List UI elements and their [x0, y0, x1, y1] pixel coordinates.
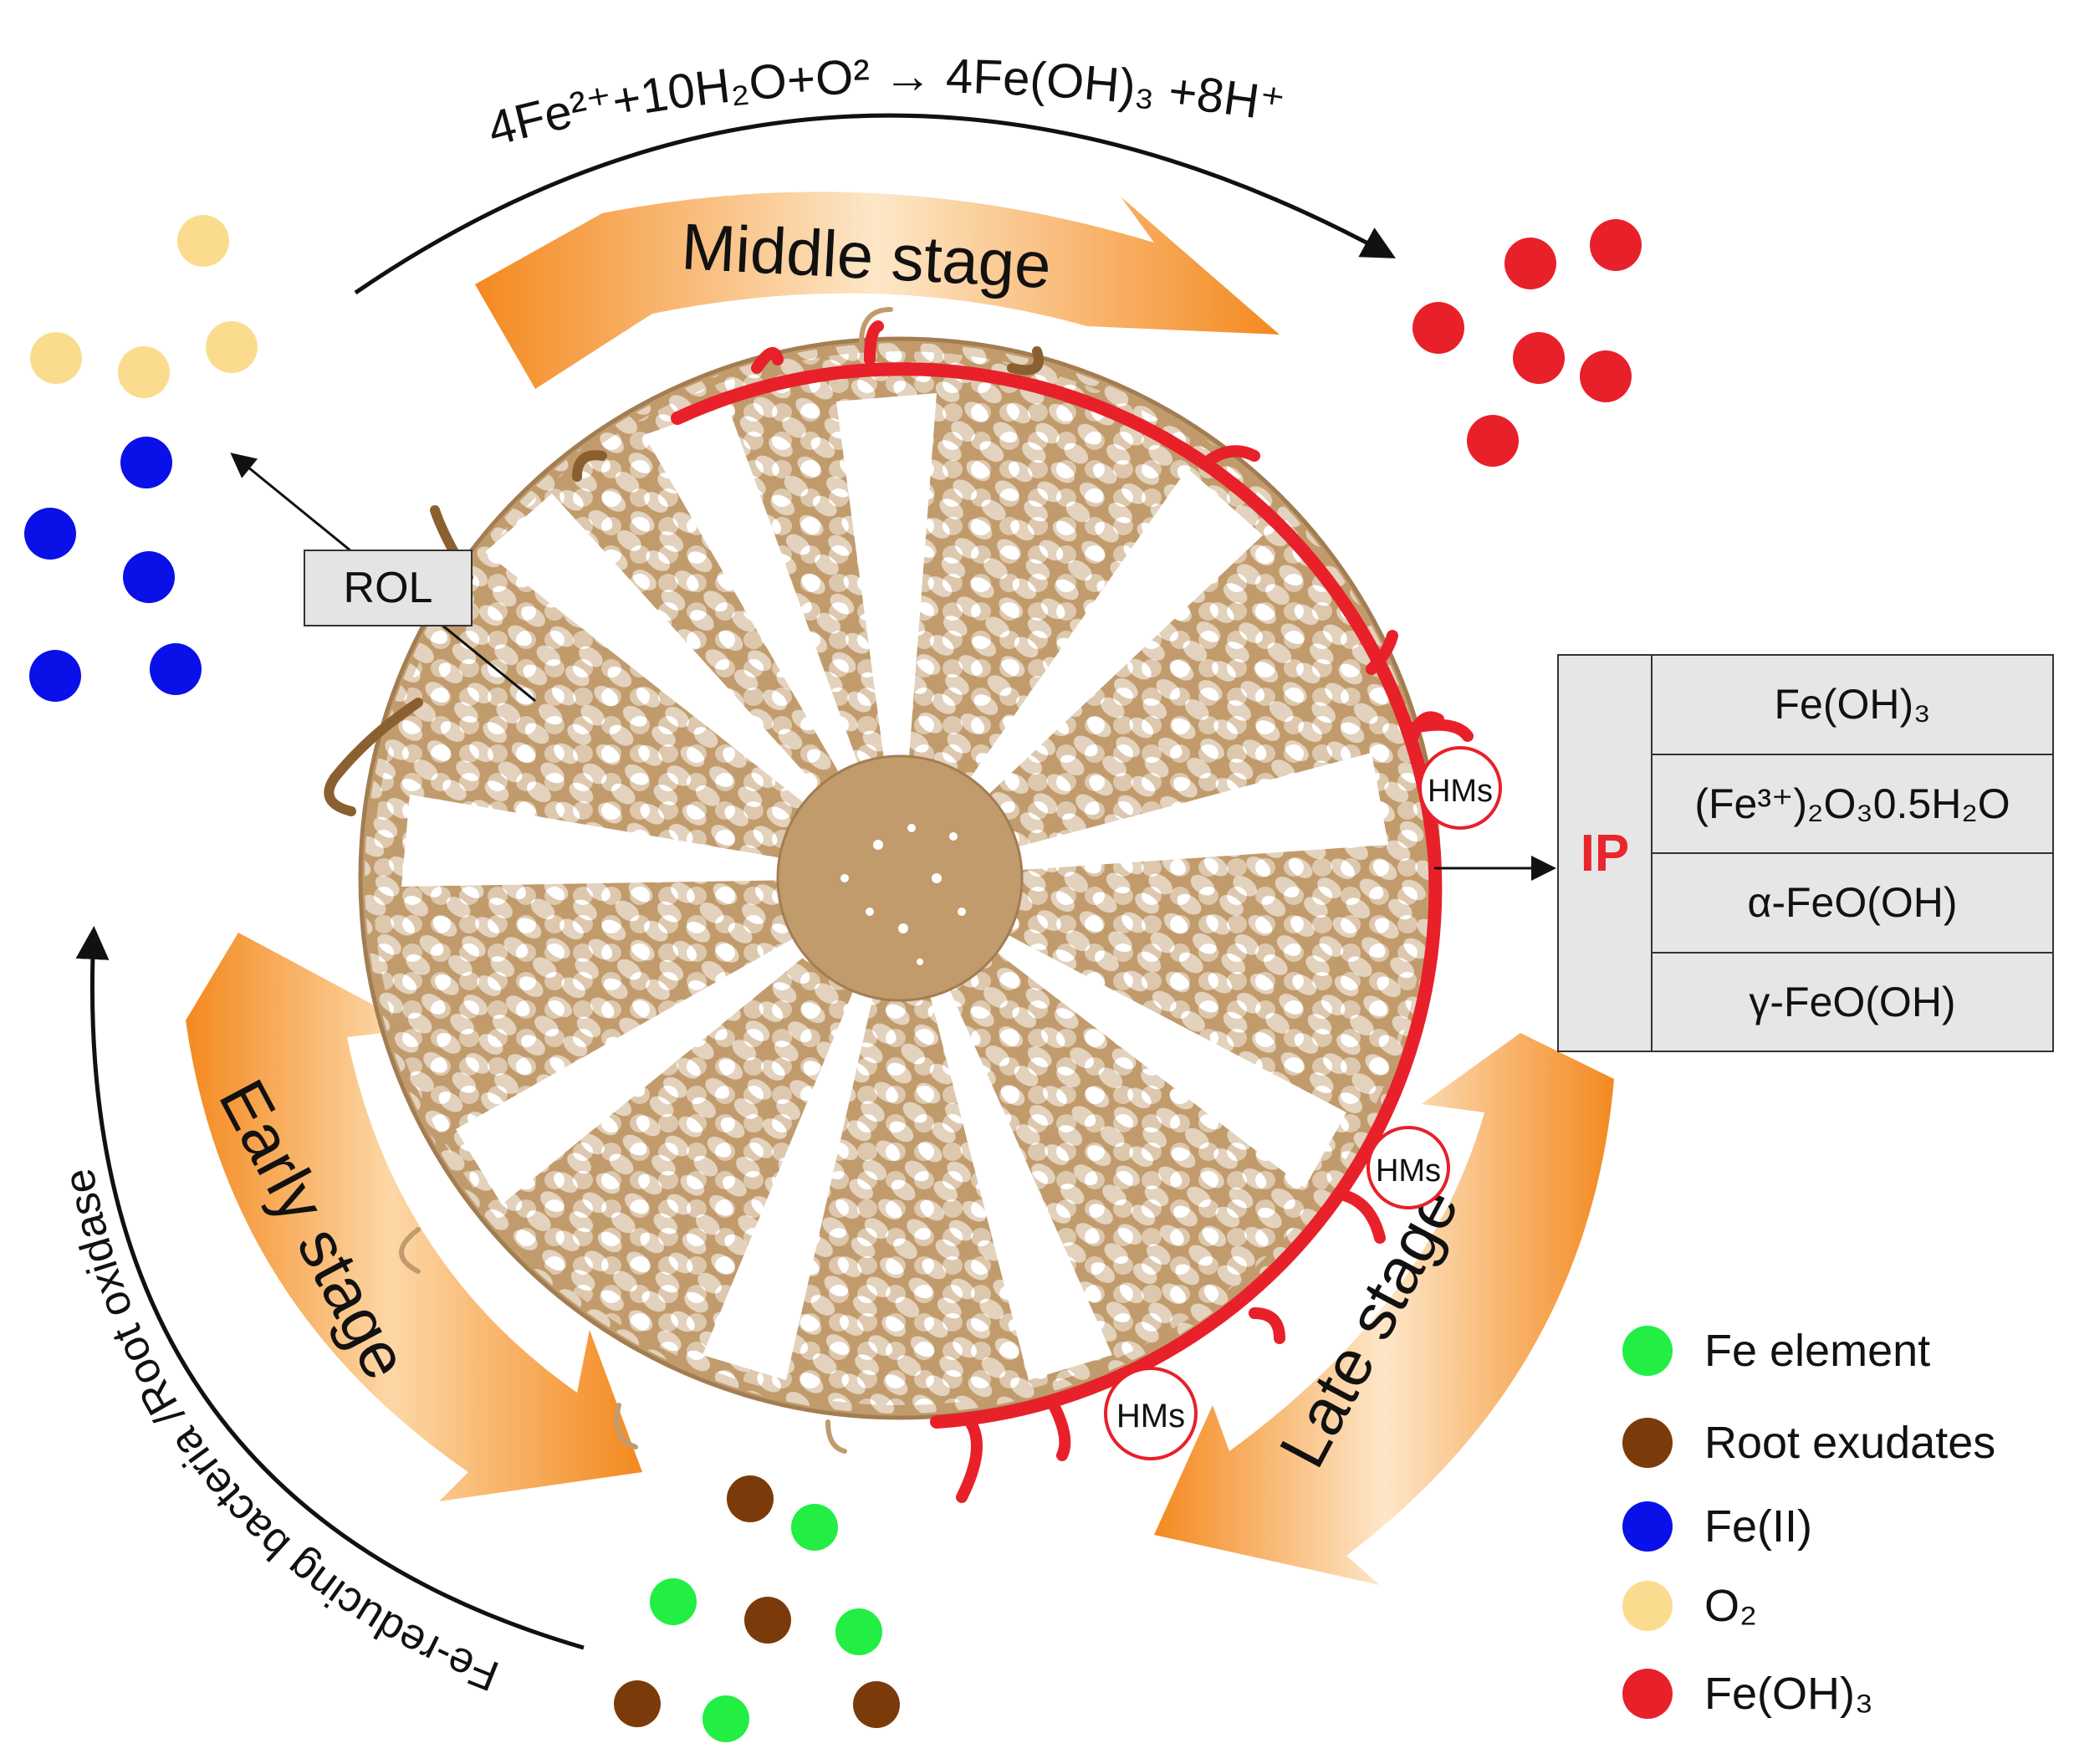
- stele: [776, 754, 1024, 1002]
- legend-swatch: [1622, 1418, 1673, 1468]
- root-cross-section: [324, 307, 1474, 1503]
- ip-row: γ-FeO(OH): [1749, 978, 1956, 1025]
- fe-ii-particles: [24, 437, 202, 702]
- legend-label: Fe(OH)₃: [1704, 1669, 1873, 1719]
- svg-text:HMs: HMs: [1428, 774, 1493, 809]
- svg-text:HMs: HMs: [1376, 1153, 1441, 1189]
- reaction-equation: 4Fe²⁺+10H₂O+O² → 4Fe(OH)₃ +8H⁺: [482, 49, 1288, 156]
- reduction-arrow: [75, 926, 585, 1650]
- legend-label: Fe element: [1704, 1326, 1931, 1376]
- ip-row: α-FeO(OH): [1653, 854, 2052, 954]
- iron-plaque-table: IP Fe(OH)₃ (Fe³⁺)₂O₃0.5H₂O α-FeO(OH) γ-F…: [1557, 654, 2054, 1052]
- early-stage-arrow: [186, 933, 642, 1501]
- legend-label: O₂: [1704, 1581, 1757, 1631]
- legend-label: Root exudates: [1704, 1418, 1996, 1468]
- legend-swatch: [1622, 1669, 1673, 1719]
- legend-swatch: [1622, 1326, 1673, 1376]
- hms-marker: HMs: [1104, 1367, 1198, 1460]
- hms-marker: HMs: [1418, 746, 1502, 830]
- legend-item-fe-oh3: Fe(OH)₃: [1622, 1664, 1873, 1723]
- ip-row: Fe(OH)₃: [1653, 656, 2052, 755]
- late-stage-arrow: [1154, 1033, 1614, 1585]
- legend-item-fe-element: Fe element: [1622, 1322, 1930, 1380]
- hms-marker: HMs: [1366, 1126, 1450, 1209]
- ip-rows: Fe(OH)₃ (Fe³⁺)₂O₃0.5H₂O α-FeO(OH) γ-FeO(…: [1653, 656, 2052, 1051]
- legend-swatch: [1622, 1501, 1673, 1552]
- oxygen-particles: [30, 215, 258, 398]
- middle-stage-arrow: [475, 192, 1280, 389]
- fe-element-particles: [650, 1504, 882, 1742]
- svg-text:HMs: HMs: [1116, 1398, 1185, 1434]
- legend-item-root-exudates: Root exudates: [1622, 1414, 1995, 1472]
- legend-item-fe-ii: Fe(II): [1622, 1497, 1812, 1556]
- rol-label: ROL: [304, 550, 473, 626]
- reaction-arrow: [354, 113, 1397, 295]
- legend-item-o2: O₂: [1622, 1577, 1757, 1635]
- fe-oh3-particles: [1412, 219, 1642, 467]
- legend-label: Fe(II): [1704, 1501, 1812, 1552]
- legend-swatch: [1622, 1581, 1673, 1631]
- ip-row: (Fe³⁺)₂O₃0.5H₂O: [1653, 755, 2052, 854]
- ip-header: IP: [1559, 656, 1653, 1051]
- root-exudate-particles: [614, 1475, 900, 1728]
